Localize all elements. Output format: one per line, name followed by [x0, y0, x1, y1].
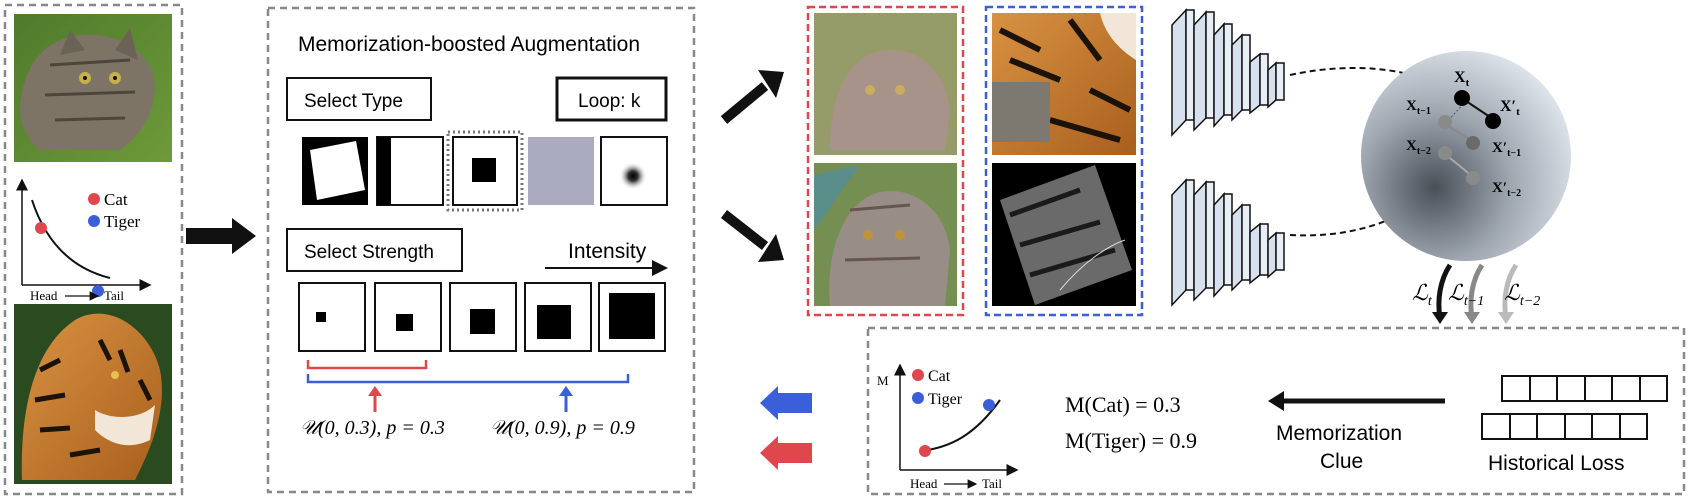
label-xp-tm2: X′t−2: [1492, 180, 1521, 199]
intensity-label: Intensity: [568, 240, 647, 263]
augmentation-panel-frame: [266, 6, 696, 494]
left-panel-frame: [3, 3, 184, 496]
cat-dot: [35, 222, 47, 234]
embedding-sphere: [1361, 51, 1571, 261]
select-type-label: Select Type: [304, 91, 403, 112]
cat-augmented-2: [814, 163, 957, 306]
m-axis-label: M: [877, 373, 889, 388]
legend-cat-label: Cat: [104, 190, 128, 209]
augmentation-title: Memorization-boosted Augmentation: [298, 33, 640, 56]
point-x-tm2: [1438, 146, 1452, 160]
strength-level-4: [524, 282, 592, 352]
strength-level-5: [598, 282, 666, 352]
aug-type-cutout-selected: [446, 130, 524, 212]
tiger-strength-bracket: [306, 374, 630, 384]
loss-label-tm1: ℒt−1: [1448, 280, 1484, 309]
axis-head-label: Head: [30, 288, 58, 303]
cutout-patch: [992, 82, 1050, 142]
tiger-photo: [14, 304, 172, 484]
m-tiger-value: M(Tiger) = 0.9: [1065, 428, 1197, 453]
arrow-down-right: [720, 210, 784, 262]
strength-level-3: [449, 282, 517, 352]
feedback-arrow-blue: [760, 386, 812, 420]
tiger-dot: [92, 285, 104, 297]
mem-legend-tiger-dot: [912, 392, 924, 404]
cat-distribution: 𝒰(0, 0.3), p = 0.3: [300, 417, 445, 439]
select-strength-label: Select Strength: [304, 242, 434, 263]
mem-axis-tail: Tail: [982, 476, 1002, 491]
clue-label-line1: Memorization: [1276, 422, 1402, 445]
mem-axis-head: Head: [910, 476, 938, 491]
aug-type-blur: [600, 136, 668, 206]
loss-label-tm2: ℒt−2: [1504, 280, 1540, 309]
cat-strength-bracket: [306, 360, 428, 370]
encoder-bottom: [1171, 178, 1285, 307]
head-tail-plot: Cat Tiger Head Tail: [16, 178, 152, 303]
axis-tail-label: Tail: [104, 288, 124, 303]
historical-loss-bank: [1481, 375, 1668, 440]
arrow-up-right: [720, 70, 784, 124]
clue-label-line2: Clue: [1320, 450, 1363, 473]
tiger-augmented-frame: [984, 5, 1144, 317]
label-xp-t: X′t: [1500, 98, 1520, 118]
point-x-tm1: [1438, 115, 1452, 129]
strength-level-2: [374, 282, 442, 352]
loss-arrow-tm1: [1468, 263, 1485, 319]
point-x-t: [1454, 90, 1470, 106]
aug-type-color: [528, 137, 594, 205]
aug-type-translate: [376, 136, 444, 206]
arrow-to-augmentation: [186, 218, 256, 254]
loop-label: Loop: k: [578, 91, 641, 112]
encoder-top: [1171, 8, 1285, 137]
label-x-t: Xt: [1454, 69, 1470, 89]
legend-tiger-dot: [88, 215, 100, 227]
label-x-tm1: Xt−1: [1406, 98, 1431, 117]
mem-cat-dot: [919, 445, 931, 457]
point-xp-tm1: [1466, 136, 1480, 150]
select-strength-box: [286, 228, 463, 272]
mem-legend-cat-dot: [912, 369, 924, 381]
loss-label-t: ℒt: [1412, 280, 1433, 309]
flow-top: [1289, 67, 1462, 97]
memorization-panel-frame: [866, 326, 1686, 496]
m-cat-value: M(Cat) = 0.3: [1065, 392, 1181, 417]
mem-legend-cat: Cat: [928, 368, 951, 385]
memorization-plot: M Cat Tiger Head Tail: [877, 363, 1019, 491]
legend-cat-dot: [88, 193, 100, 205]
tiger-augmented-2: [992, 163, 1136, 306]
label-x-tm2: Xt−2: [1406, 138, 1431, 157]
mem-tiger-dot: [983, 399, 995, 411]
strength-level-1: [298, 282, 366, 352]
aug-type-rotate: [302, 137, 368, 205]
historical-loss-label: Historical Loss: [1488, 452, 1625, 475]
legend-tiger-label: Tiger: [104, 212, 141, 231]
loop-box: [555, 76, 668, 122]
feedback-arrow-red: [760, 436, 812, 470]
tiger-augmented-1: [992, 13, 1136, 155]
cat-photo: [14, 14, 172, 162]
cat-augmented-frame: [806, 5, 965, 317]
mem-legend-tiger: Tiger: [928, 391, 963, 408]
point-xp-t: [1485, 113, 1501, 129]
tiger-distribution: 𝒰(0, 0.9), p = 0.9: [490, 417, 635, 439]
label-xp-tm1: X′t−1: [1492, 140, 1521, 159]
cat-augmented-1: [814, 13, 957, 155]
point-xp-tm2: [1466, 171, 1480, 185]
select-type-box: [286, 77, 432, 121]
